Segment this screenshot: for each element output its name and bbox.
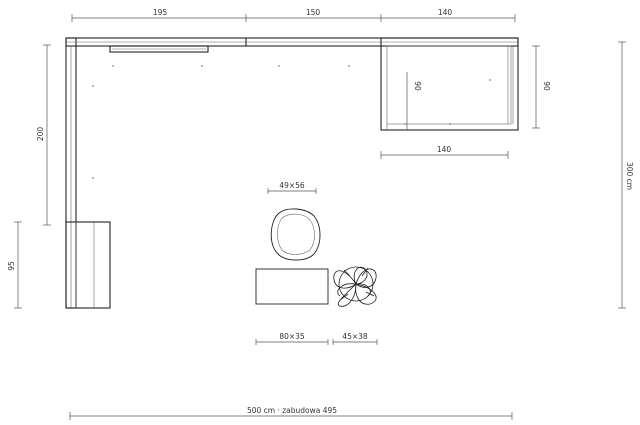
dim-left-upper: 200 <box>36 127 45 142</box>
chair-outline <box>270 208 321 261</box>
dim-top-left: 195 <box>153 8 168 17</box>
chair-seat <box>277 213 315 255</box>
dim-bench: 80×35 <box>279 332 305 341</box>
dim-plant: 45×38 <box>342 332 368 341</box>
right-cabinet-dimensions: 90 90 140 <box>380 45 551 159</box>
bench: 80×35 <box>255 268 329 345</box>
dim-right-total: 300 cm <box>625 162 634 190</box>
chair: 49×56 <box>267 181 321 261</box>
dim-left-lower: 95 <box>7 261 16 271</box>
dim-cabinet-outer: 90 <box>542 81 551 91</box>
dim-cabinet-inner: 90 <box>413 81 422 91</box>
dim-bottom-total: 500 cm · zabudowa 495 <box>247 406 337 415</box>
dim-chair: 49×56 <box>279 181 305 190</box>
left-dimension-column: 200 95 <box>7 44 51 309</box>
dim-cabinet-bottom: 140 <box>437 145 452 154</box>
plant-leaves <box>333 266 377 307</box>
dim-top-middle: 150 <box>306 8 321 17</box>
top-dimension-row: 195 150 140 <box>71 8 516 22</box>
guide-dots <box>92 65 491 179</box>
l-shaped-built-in <box>65 37 519 309</box>
dim-top-right: 140 <box>438 8 453 17</box>
bench-outline <box>255 268 329 305</box>
plant: 45×38 <box>332 266 378 345</box>
right-total-dimension: 300 cm <box>618 41 634 309</box>
bottom-total-dimension: 500 cm · zabudowa 495 <box>69 406 513 420</box>
